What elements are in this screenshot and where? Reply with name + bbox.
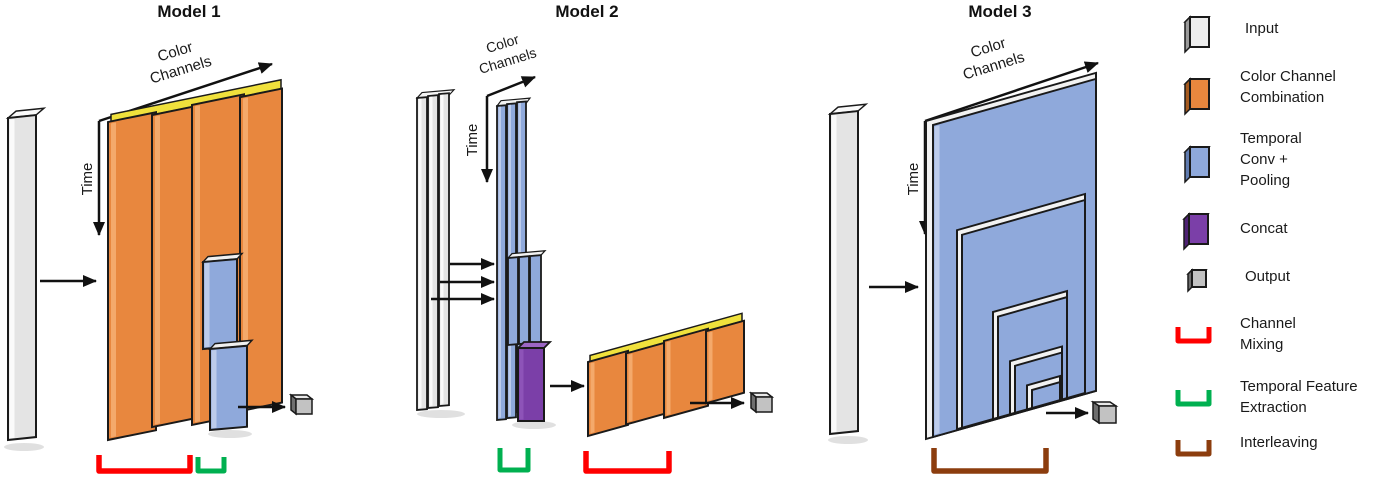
cube-front-face bbox=[1098, 405, 1117, 424]
panel-side-face bbox=[666, 341, 671, 416]
model2-blue-slabs-short bbox=[506, 249, 547, 346]
model3-input-slab bbox=[827, 103, 869, 436]
legend-line: Temporal Feature bbox=[1240, 378, 1358, 395]
panel-side-face bbox=[708, 331, 713, 401]
legend-line: Channel bbox=[1240, 315, 1296, 332]
block-front-face bbox=[1189, 146, 1210, 178]
cube-front-face bbox=[295, 398, 313, 415]
legend-temporal-conv-block bbox=[1183, 145, 1211, 184]
model2-temporal-feature-bracket bbox=[497, 448, 531, 473]
legend-swatches bbox=[1175, 15, 1212, 457]
model2-output-cube bbox=[748, 391, 775, 414]
legend-line: Pooling bbox=[1240, 172, 1291, 189]
model2-diagram bbox=[415, 75, 775, 474]
model2-time-label: Time bbox=[464, 123, 481, 157]
panel-side-face bbox=[195, 105, 200, 423]
model2-channel-mixing-bracket bbox=[583, 451, 672, 474]
slab-front-face bbox=[7, 113, 37, 442]
legend-label-output: Output bbox=[1245, 266, 1290, 287]
legend-label-temporal-feature-extraction: Temporal Feature Extraction bbox=[1240, 376, 1358, 418]
panel-side-face bbox=[155, 115, 160, 425]
legend-temporal-feature-bracket bbox=[1175, 390, 1212, 407]
block-front-face bbox=[1188, 213, 1209, 245]
model1-temporal-feature-bracket bbox=[195, 457, 227, 474]
legend-concat-block bbox=[1182, 212, 1210, 251]
block-side-face bbox=[519, 349, 524, 420]
model2-concat-block bbox=[515, 341, 553, 422]
legend-label-input: Input bbox=[1245, 18, 1278, 39]
orange-panel bbox=[705, 319, 745, 405]
model2-orange-panels bbox=[587, 312, 745, 438]
panel-side-face bbox=[628, 353, 633, 422]
model3-output-cube bbox=[1090, 400, 1119, 425]
panel-side-face bbox=[204, 262, 210, 348]
legend-label-temporal-conv-pooling: Temporal Conv + Pooling bbox=[1240, 128, 1302, 191]
model2-color-channels-arrow bbox=[486, 75, 536, 98]
model1-time-label: Time bbox=[79, 162, 96, 196]
model2-title: Model 2 bbox=[555, 2, 619, 21]
blue-panel bbox=[209, 344, 248, 432]
legend-line: Concat bbox=[1240, 220, 1288, 237]
legend-color-channel-block bbox=[1183, 77, 1211, 116]
model1-blue-panel-short bbox=[208, 339, 254, 432]
block-front-face bbox=[1189, 16, 1210, 48]
legend-label-channel-mixing: Channel Mixing bbox=[1240, 313, 1296, 355]
model1-diagram bbox=[5, 62, 315, 474]
legend-label-concat: Concat bbox=[1240, 218, 1288, 239]
legend-label-color-channel-combination: Color Channel Combination bbox=[1240, 66, 1336, 108]
slab-side-face bbox=[9, 118, 15, 439]
model1-title: Model 1 bbox=[157, 2, 221, 21]
model3-interleaving-bracket bbox=[931, 448, 1049, 474]
model3-time-label: Time bbox=[905, 162, 922, 196]
legend-label-interleaving: Interleaving bbox=[1240, 432, 1318, 453]
blue-slab bbox=[529, 254, 542, 345]
legend-line: Input bbox=[1245, 20, 1279, 37]
slab-side-face bbox=[429, 96, 433, 406]
legend-line: Extraction bbox=[1240, 399, 1307, 416]
model3-title: Model 3 bbox=[968, 2, 1032, 21]
legend-interleaving-bracket bbox=[1175, 440, 1212, 457]
model1-output-cube bbox=[288, 393, 315, 416]
slab-side-face bbox=[831, 114, 837, 433]
panel-side-face bbox=[111, 122, 116, 438]
legend-line: Interleaving bbox=[1240, 434, 1318, 451]
legend-line: Output bbox=[1245, 268, 1291, 285]
legend-output-block bbox=[1186, 268, 1208, 293]
legend-channel-mixing-bracket bbox=[1175, 327, 1212, 344]
panel-side-face bbox=[211, 349, 217, 429]
legend-line: Mixing bbox=[1240, 336, 1284, 353]
block-front-face bbox=[1191, 269, 1207, 288]
legend-input-block bbox=[1183, 15, 1211, 54]
model1-input-slab bbox=[5, 107, 47, 442]
shadows bbox=[4, 410, 868, 451]
blue-slab bbox=[496, 104, 507, 421]
model2-input-slabs bbox=[415, 89, 456, 411]
cube-side-face bbox=[1092, 400, 1100, 425]
panel-side-face bbox=[934, 125, 940, 435]
model3-diagram bbox=[827, 61, 1119, 474]
legend-line: Temporal bbox=[1240, 130, 1302, 147]
legend-line: Conv + bbox=[1240, 151, 1288, 168]
model3-blue-panels bbox=[925, 71, 1097, 441]
slab-side-face bbox=[498, 106, 501, 418]
cube-front-face bbox=[755, 396, 773, 413]
slab-side-face bbox=[418, 98, 422, 408]
model1-blue-panel-tall bbox=[201, 252, 244, 351]
model1-orange-panels bbox=[107, 78, 283, 442]
legend-line: Combination bbox=[1240, 89, 1325, 106]
model3-color-channels-arrow bbox=[924, 61, 1099, 123]
legend-line: Color Channel bbox=[1240, 68, 1336, 85]
blue-slab bbox=[518, 255, 530, 346]
orange-panel bbox=[663, 327, 709, 420]
block-front-face bbox=[1189, 78, 1210, 110]
blue-panel bbox=[1031, 380, 1061, 410]
panel-side-face bbox=[590, 362, 595, 434]
slab-side-face bbox=[440, 94, 444, 404]
panel-side-face bbox=[243, 97, 248, 409]
blue-slab bbox=[507, 256, 519, 346]
model1-channel-mixing-bracket bbox=[96, 455, 193, 474]
slab-front-face bbox=[829, 109, 859, 436]
